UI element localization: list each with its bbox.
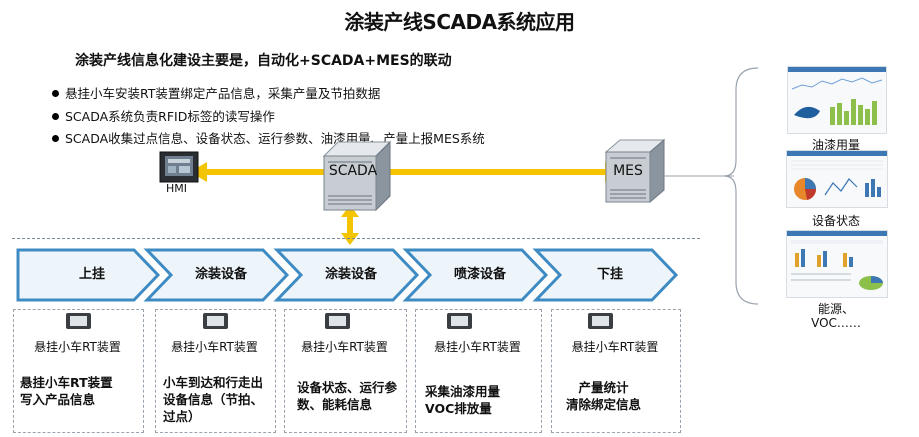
subtitle: 涂装产线信息化建设主要是，自动化+SCADA+MES的联动 (75, 53, 452, 69)
info-box (13, 309, 144, 433)
info-box (284, 309, 407, 433)
step-label: 下挂 (596, 267, 623, 282)
bullet-dot-icon (52, 113, 59, 120)
page-title: 涂装产线SCADA系统应用 (344, 10, 575, 34)
box-description: 设备状态、运行参 数、能耗信息 (297, 380, 398, 412)
scada-server-icon (322, 140, 392, 212)
section-divider (12, 238, 700, 239)
paint-usage-dashboard-thumbnail (787, 66, 887, 134)
device-label: 悬挂小车RT装置 (434, 340, 521, 354)
process-step-chevron (273, 248, 420, 302)
step-label: 上挂 (78, 267, 105, 282)
bullet-dot-icon (52, 135, 59, 142)
mes-label: MES (613, 163, 643, 179)
step-label: 喷漆设备 (453, 267, 506, 282)
step-label: 涂装设备 (324, 267, 377, 282)
rt-device-icon (203, 313, 228, 329)
process-step-chevron (16, 248, 161, 302)
rt-device-icon (588, 313, 613, 329)
scada-label: SCADA (328, 163, 378, 179)
energy-voc-dashboard-thumbnail (786, 230, 888, 298)
rt-device-icon (325, 313, 350, 329)
info-box (415, 309, 542, 433)
paint-usage-label: 油漆用量 (811, 138, 860, 152)
box-description: 采集油漆用量 VOC排放量 (425, 384, 501, 416)
box-description: 小车到达和行走出 设备信息（节拍、 过点） (163, 375, 264, 424)
process-step-chevron (532, 248, 679, 302)
bullet-dot-icon (52, 90, 59, 97)
process-step-chevron (402, 248, 549, 302)
info-box (155, 309, 276, 433)
device-label: 悬挂小车RT装置 (571, 340, 659, 354)
mes-server-icon (604, 138, 666, 204)
right-brace (723, 67, 759, 305)
device-label: 悬挂小车RT装置 (34, 340, 121, 354)
rt-device-icon (447, 313, 472, 329)
device-label: 悬挂小车RT装置 (301, 340, 388, 354)
box-description: 悬挂小车RT装置 写入产品信息 (20, 375, 113, 407)
energy-label: 能源、 (817, 302, 854, 316)
vertical-flow-arrow (341, 205, 359, 245)
voc-label: VOC…… (811, 316, 861, 330)
box-description: 产量统计 清除绑定信息 (566, 380, 642, 412)
bullet-item: 悬挂小车安装RT装置绑定产品信息，采集产量及节拍数据 (52, 83, 380, 102)
hmi-label: HMI (166, 182, 188, 195)
process-step-chevron (143, 248, 290, 302)
step-label: 涂装设备 (194, 267, 247, 282)
hmi-monitor-icon (159, 151, 199, 183)
bullet-item: SCADA系统负责RFID标签的读写操作 (52, 106, 275, 125)
equipment-status-label: 设备状态 (811, 214, 860, 228)
info-box (551, 309, 681, 433)
rt-device-icon (66, 313, 91, 329)
equipment-status-dashboard-thumbnail (786, 150, 888, 208)
device-label: 悬挂小车RT装置 (171, 340, 258, 354)
